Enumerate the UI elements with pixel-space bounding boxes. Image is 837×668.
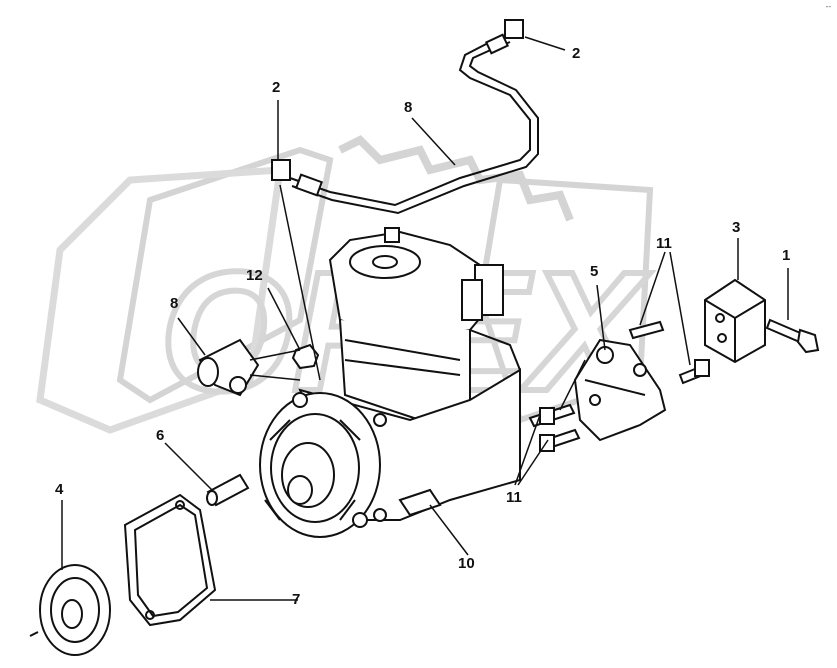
- callout-3: 3: [732, 219, 741, 236]
- callout-11-top: 11: [656, 235, 672, 252]
- callout-1: 1: [782, 247, 791, 264]
- pin-item-6: [206, 473, 250, 507]
- corner-mark: --: [825, 2, 831, 11]
- bolts-item-11: [528, 320, 710, 452]
- callout-10: 10: [458, 555, 475, 572]
- callout-8: 8: [170, 295, 179, 312]
- callout-5: 5: [590, 263, 599, 280]
- air-pipe: [271, 19, 539, 215]
- callout-2-top-right: 2: [572, 45, 581, 62]
- callout-6: 6: [156, 427, 165, 444]
- callout-9-pipe: 8: [404, 99, 413, 116]
- compressor-assembly: [259, 227, 521, 538]
- callout-4: 4: [55, 481, 64, 498]
- callout-7: 7: [292, 591, 301, 608]
- gasket-item-7: [123, 493, 217, 627]
- callout-2-left: 2: [272, 79, 281, 96]
- block-item-3: [704, 278, 766, 364]
- bolt-item-1: [765, 318, 820, 354]
- fitting-left: [197, 338, 260, 397]
- callout-12: 12: [246, 267, 263, 284]
- leader-lines: [61, 36, 789, 601]
- cover-item-4: [29, 564, 111, 656]
- callout-11-bottom: 11: [506, 489, 522, 506]
- mounting-bracket: [573, 338, 667, 442]
